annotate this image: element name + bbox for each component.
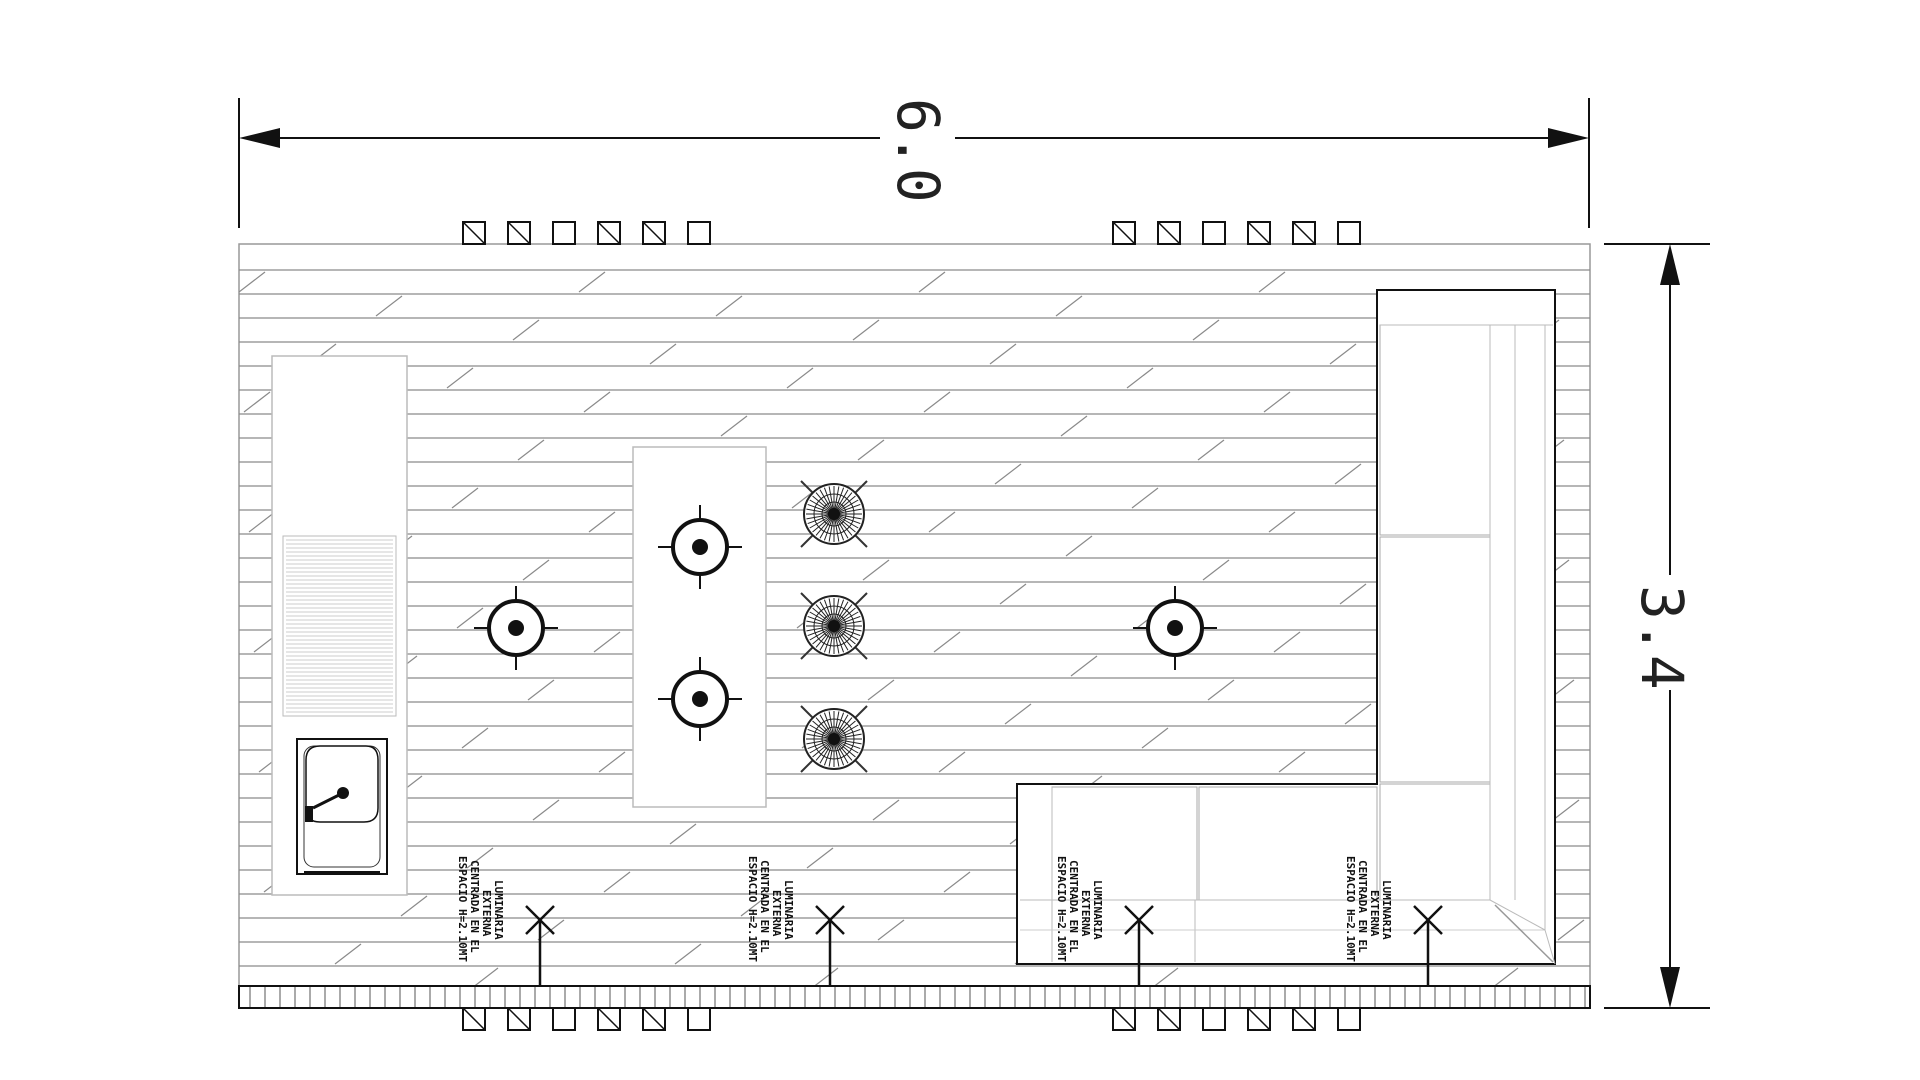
wall-light-note: EXTERNA <box>1079 890 1092 937</box>
wall-light-note: CENTRADA EN EL <box>468 860 481 953</box>
wall-light-note: EXTERNA <box>1368 890 1381 937</box>
width-dimension: 6.0 <box>238 98 1590 228</box>
height-dimension-label: 3.4 <box>1628 585 1696 690</box>
wall-light-note: CENTRADA EN EL <box>1067 860 1080 953</box>
column-mark-icon <box>1157 221 1181 245</box>
pendant-lamp-icon <box>800 705 868 773</box>
column-mark-icon <box>552 221 576 245</box>
column-mark-icon <box>507 1007 531 1031</box>
column-mark-icon <box>462 1007 486 1031</box>
column-mark-icon <box>552 1007 576 1031</box>
bottom-column-marks <box>462 1007 1361 1031</box>
pendant-lamp-icon <box>800 480 868 548</box>
column-mark-icon <box>642 221 666 245</box>
column-mark-icon <box>1247 1007 1271 1031</box>
wall-light-note: LUMINARIA <box>1380 880 1393 940</box>
column-mark-icon <box>597 221 621 245</box>
width-dimension-label: 6.0 <box>884 98 952 203</box>
column-mark-icon <box>1157 1007 1181 1031</box>
wall-light-note: LUMINARIA <box>1091 880 1104 940</box>
column-mark-icon <box>597 1007 621 1031</box>
column-mark-icon <box>687 221 711 245</box>
wall-light-note: EXTERNA <box>770 890 783 937</box>
wall-light-3: LUMINARIA EXTERNA CENTRADA EN EL ESPACIO… <box>1055 856 1154 986</box>
wall-light-1: LUMINARIA EXTERNA CENTRADA EN EL ESPACIO… <box>456 856 555 986</box>
bottom-wall <box>238 985 1591 1009</box>
wall-lights: LUMINARIA EXTERNA CENTRADA EN EL ESPACIO… <box>456 856 1443 986</box>
pendant-lamp-icon <box>800 592 868 660</box>
kitchen-island <box>632 446 767 808</box>
wall-light-note: LUMINARIA <box>492 880 505 940</box>
top-column-marks <box>462 221 1361 245</box>
column-mark-icon <box>1112 1007 1136 1031</box>
height-dimension: 3.4 <box>1604 243 1710 1009</box>
wall-light-note: CENTRADA EN EL <box>758 860 771 953</box>
drain-board <box>282 535 397 717</box>
column-mark-icon <box>642 1007 666 1031</box>
wall-light-4: LUMINARIA EXTERNA CENTRADA EN EL ESPACIO… <box>1344 856 1443 986</box>
column-mark-icon <box>1292 1007 1316 1031</box>
l-shaped-sofa <box>1016 289 1556 965</box>
column-mark-icon <box>1202 221 1226 245</box>
column-mark-icon <box>1247 221 1271 245</box>
wall-light-note: ESPACIO H=2.10MT <box>746 856 759 962</box>
wall-light-note: EXTERNA <box>480 890 493 937</box>
column-mark-icon <box>462 221 486 245</box>
left-counter <box>271 355 408 896</box>
wall-light-2: LUMINARIA EXTERNA CENTRADA EN EL ESPACIO… <box>746 856 845 986</box>
sink <box>296 738 388 875</box>
wall-light-note: ESPACIO H=2.10MT <box>456 856 469 962</box>
column-mark-icon <box>1337 221 1361 245</box>
wall-light-note: ESPACIO H=2.10MT <box>1055 856 1068 962</box>
wall-light-note: CENTRADA EN EL <box>1356 860 1369 953</box>
column-mark-icon <box>1337 1007 1361 1031</box>
column-mark-icon <box>687 1007 711 1031</box>
column-mark-icon <box>1292 221 1316 245</box>
column-mark-icon <box>1202 1007 1226 1031</box>
column-mark-icon <box>507 221 531 245</box>
wall-light-note: LUMINARIA <box>782 880 795 940</box>
column-mark-icon <box>1112 221 1136 245</box>
wall-light-note: ESPACIO H=2.10MT <box>1344 856 1357 962</box>
